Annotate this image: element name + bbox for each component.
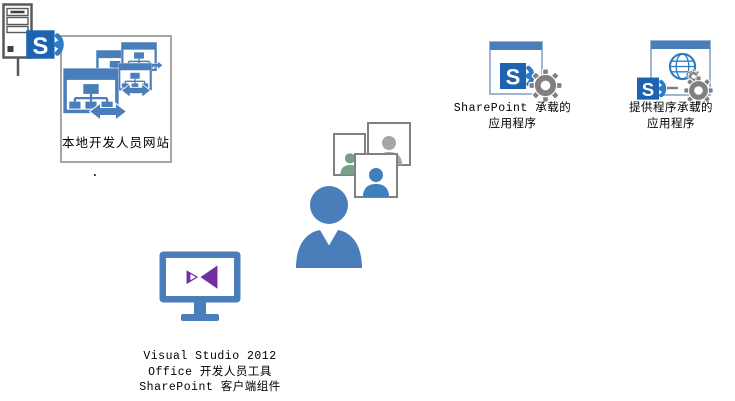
sharepoint-hosted-app-icon — [489, 41, 563, 103]
provider-hosted-app-label: 提供程序承载的 应用程序 — [612, 101, 730, 132]
local-dev-sites-label: 本地开发人员网站 — [61, 137, 170, 151]
provider-hosted-app-icon — [637, 40, 714, 106]
photo-card-blue — [354, 153, 398, 198]
visual-studio-tools-label: Visual Studio 2012 Office 开发人员工具 SharePo… — [120, 349, 300, 396]
user-silhouette-icon — [296, 186, 362, 268]
gear-icon — [528, 68, 563, 103]
sharepoint-logo-icon — [637, 75, 667, 102]
developer-websites-icon — [63, 42, 163, 121]
sharepoint-logo-icon — [26, 27, 70, 62]
website-window-icon — [118, 63, 152, 92]
vs-tools-line3: SharePoint 客户端组件 — [139, 381, 281, 394]
vs-tools-line1: Visual Studio 2012 — [143, 350, 277, 363]
sharepoint-logo-icon — [500, 63, 532, 90]
provider-line1: 提供程序承载的 — [629, 102, 713, 115]
stray-dot: . — [91, 165, 99, 180]
vs-tools-line2: Office 开发人员工具 — [148, 365, 272, 379]
visual-studio-monitor-icon — [159, 251, 241, 321]
provider-line2: 应用程序 — [647, 117, 695, 131]
sp-hosted-line2: 应用程序 — [488, 117, 537, 131]
person-icon — [363, 168, 389, 198]
local-dev-sites-box: 本地开发人员网站 — [60, 35, 172, 163]
sp-hosted-line1: SharePoint 承载的 — [453, 102, 572, 115]
sharepoint-hosted-app-label: SharePoint 承载的 应用程序 — [450, 101, 575, 132]
